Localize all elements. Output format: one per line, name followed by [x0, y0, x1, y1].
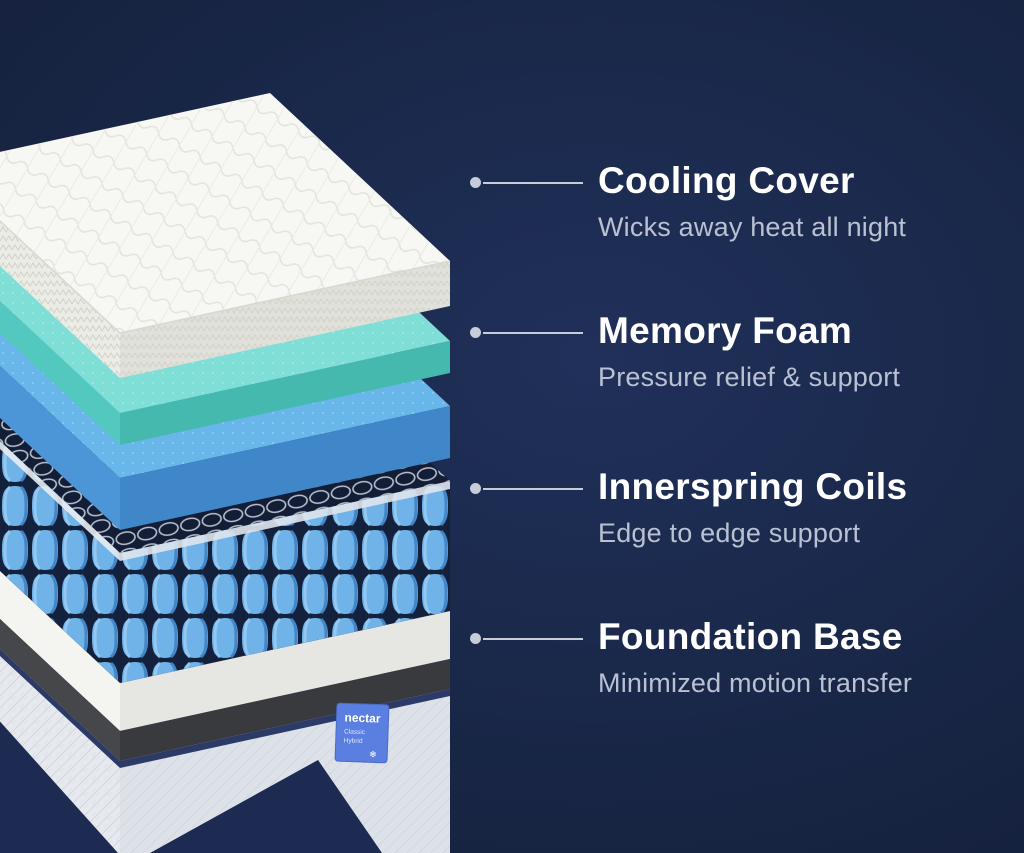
callout-connector — [470, 327, 583, 338]
callout-subtitle: Wicks away heat all night — [598, 211, 907, 242]
connector-dot — [470, 327, 481, 338]
connector-line — [483, 637, 583, 640]
callout-subtitle: Edge to edge support — [598, 517, 861, 548]
callout-connector — [470, 483, 583, 494]
fabric-navy-accent — [0, 721, 118, 853]
callout-cooling-cover: Cooling Cover Wicks away heat all night — [470, 160, 906, 244]
callout-text: Foundation Base Minimized motion transfe… — [598, 616, 912, 700]
cooling-cover-layer — [0, 93, 451, 378]
callout-subtitle: Minimized motion transfer — [598, 667, 913, 698]
tag-model-line-1: Classic — [344, 728, 366, 736]
connector-dot — [470, 177, 481, 188]
connector-line — [483, 181, 583, 184]
connector-line — [483, 331, 583, 334]
tag-model-line-2: Hybrid — [344, 737, 363, 745]
callout-text: Cooling Cover Wicks away heat all night — [598, 160, 906, 244]
callout-title: Memory Foam — [598, 310, 853, 351]
callout-text: Memory Foam Pressure relief & support — [598, 310, 900, 394]
snowflake-icon: ❄ — [369, 749, 377, 759]
callout-innerspring-coils: Innerspring Coils Edge to edge support — [470, 466, 907, 550]
callout-connector — [470, 633, 583, 644]
callout-subtitle: Pressure relief & support — [598, 361, 901, 392]
connector-line — [483, 487, 583, 490]
tag-brand: nectar — [344, 710, 381, 725]
callout-foundation-base: Foundation Base Minimized motion transfe… — [470, 616, 912, 700]
callout-title: Foundation Base — [598, 616, 903, 657]
callout-title: Innerspring Coils — [598, 466, 908, 507]
callout-memory-foam: Memory Foam Pressure relief & support — [470, 310, 900, 394]
foundation-dark-band — [0, 619, 120, 761]
mattress-illustration: nectar Classic Hybrid ❄ — [0, 93, 451, 853]
fabric-navy-accent — [150, 760, 382, 853]
connector-dot — [470, 633, 481, 644]
mattress-tag: nectar Classic Hybrid ❄ — [334, 702, 390, 764]
pocket-coils — [120, 481, 450, 683]
connector-dot — [470, 483, 481, 494]
callout-connector — [470, 177, 583, 188]
pocket-coils — [0, 441, 120, 683]
callout-title: Cooling Cover — [598, 160, 855, 201]
callout-text: Innerspring Coils Edge to edge support — [598, 466, 907, 550]
